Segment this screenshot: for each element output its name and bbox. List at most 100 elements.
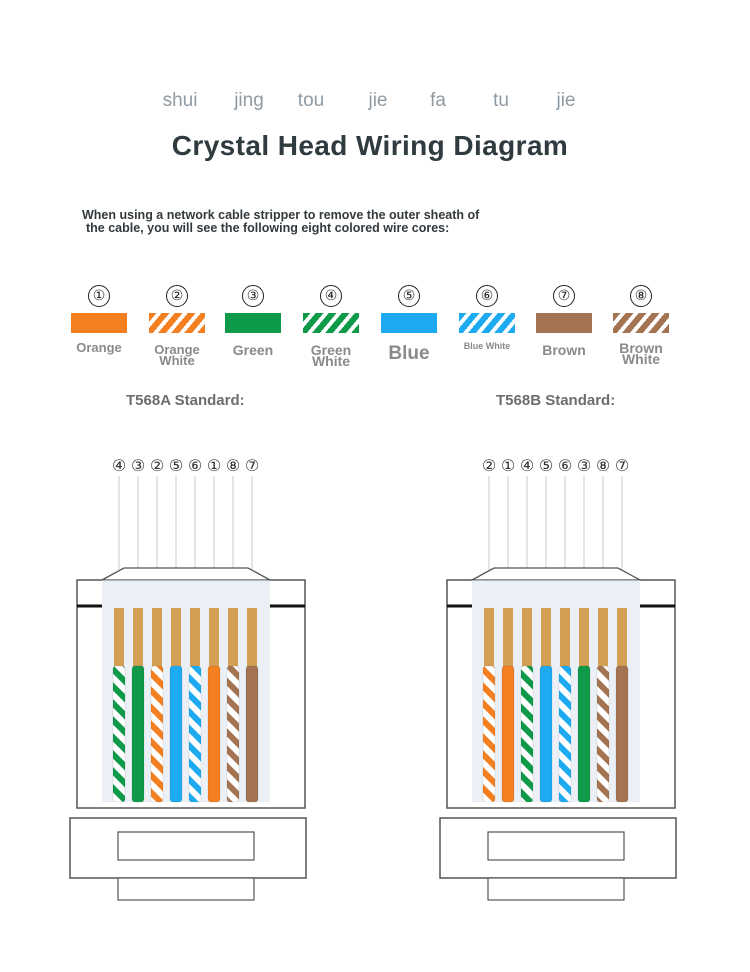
wire-label: Brown	[514, 342, 614, 358]
pinyin-syllable: fa	[430, 90, 446, 111]
connector-window	[472, 580, 640, 802]
wire-label: Green White	[281, 343, 381, 369]
copper-contact	[617, 608, 627, 668]
wire-2	[578, 666, 590, 802]
wire-3	[521, 666, 533, 802]
wire-outline	[558, 665, 572, 803]
pin-label: ③	[131, 456, 145, 475]
wire-outline	[520, 665, 534, 803]
copper-contact	[598, 608, 608, 668]
wire-outline	[577, 665, 591, 803]
pin-label: ⑦	[615, 456, 629, 475]
intro-line-2: the cable, you will see the following ei…	[86, 221, 450, 235]
wire-label-line: White	[159, 353, 195, 368]
pin-label: ⑤	[539, 456, 553, 475]
wire-outline	[245, 665, 259, 803]
wire-label-line: Orange	[154, 342, 200, 357]
cable-stub	[117, 877, 255, 901]
page-title: Crystal Head Wiring Diagram	[171, 130, 569, 161]
color-box	[459, 313, 515, 333]
wire-label-line: Blue	[388, 343, 430, 364]
wire-outline	[539, 665, 553, 803]
copper-contact	[522, 608, 532, 668]
pinyin-syllable: tou	[297, 90, 325, 111]
wire-0	[208, 666, 220, 802]
wire-label-line: Blue White	[463, 341, 511, 351]
copper-contact	[190, 608, 200, 668]
color-box	[536, 313, 592, 333]
wire-label: Brown White	[591, 340, 691, 366]
color-box	[613, 313, 669, 333]
connector-latch	[471, 567, 641, 581]
pinyin-row: shui jing tou jie fa tu jie	[0, 90, 750, 114]
wire-outline	[150, 665, 164, 803]
wire-7	[597, 666, 609, 802]
wire-outline	[169, 665, 183, 803]
pin-label: ⑧	[596, 456, 610, 475]
wire-label-line: Orange	[76, 340, 122, 355]
copper-contact	[152, 608, 162, 668]
t568a-label: T568A Standard:	[126, 392, 245, 409]
wire-6	[616, 666, 628, 802]
copper-contact	[171, 608, 181, 668]
wire-1	[483, 666, 495, 802]
pin-label: ④	[112, 456, 126, 475]
copper-contact	[133, 608, 143, 668]
wire-label: Orange White	[127, 342, 227, 368]
copper-contact	[247, 608, 257, 668]
pin-label: ②	[150, 456, 164, 475]
color-box	[225, 313, 281, 333]
wire-label-line: White	[311, 353, 351, 369]
pin-label: ③	[577, 456, 591, 475]
wire-number: ③	[242, 285, 264, 307]
pin-label: ①	[501, 456, 515, 475]
wire-number: ⑦	[553, 285, 575, 307]
pin-label: ④	[520, 456, 534, 475]
wire-number: ⑤	[398, 285, 420, 307]
wire-2	[132, 666, 144, 802]
wire-label: Blue	[359, 343, 459, 364]
wire-label-line: Green	[232, 342, 274, 358]
wire-6	[246, 666, 258, 802]
wire-label: Orange	[49, 340, 149, 355]
wire-outline	[482, 665, 496, 803]
copper-contact	[114, 608, 124, 668]
wire-color-legend: ① Orange ② Orange White ③ Green ④ Green …	[0, 0, 750, 380]
wire-7	[227, 666, 239, 802]
pin-label: ⑦	[245, 456, 259, 475]
color-box	[149, 313, 205, 333]
wire-outline	[615, 665, 629, 803]
copper-contact	[228, 608, 238, 668]
wire-number: ④	[320, 285, 342, 307]
intro-text: When using a network cable stripper to r…	[82, 209, 552, 235]
wire-3	[113, 666, 125, 802]
pinyin-syllable: tu	[493, 90, 509, 111]
pinyin-syllable: jie	[368, 90, 388, 111]
pin-label: ⑤	[169, 456, 183, 475]
wire-4	[540, 666, 552, 802]
wire-5	[189, 666, 201, 802]
wire-outline	[226, 665, 240, 803]
color-box	[303, 313, 359, 333]
copper-contact	[209, 608, 219, 668]
copper-contact	[484, 608, 494, 668]
wire-label-line: Brown	[619, 340, 663, 356]
color-box	[381, 313, 437, 333]
wire-outline	[131, 665, 145, 803]
pin-label: ⑧	[226, 456, 240, 475]
pinyin-syllable: jing	[234, 90, 264, 111]
wire-label: Blue White	[437, 341, 537, 352]
wire-4	[170, 666, 182, 802]
wire-outline	[501, 665, 515, 803]
wire-number: ②	[166, 285, 188, 307]
wire-outline	[596, 665, 610, 803]
wire-5	[559, 666, 571, 802]
boot-slot	[487, 831, 625, 861]
wire-number: ⑧	[630, 285, 652, 307]
connector-latch	[101, 567, 271, 581]
wire-label-line: Brown	[542, 342, 586, 358]
wire-outline	[207, 665, 221, 803]
wire-outline	[112, 665, 126, 803]
